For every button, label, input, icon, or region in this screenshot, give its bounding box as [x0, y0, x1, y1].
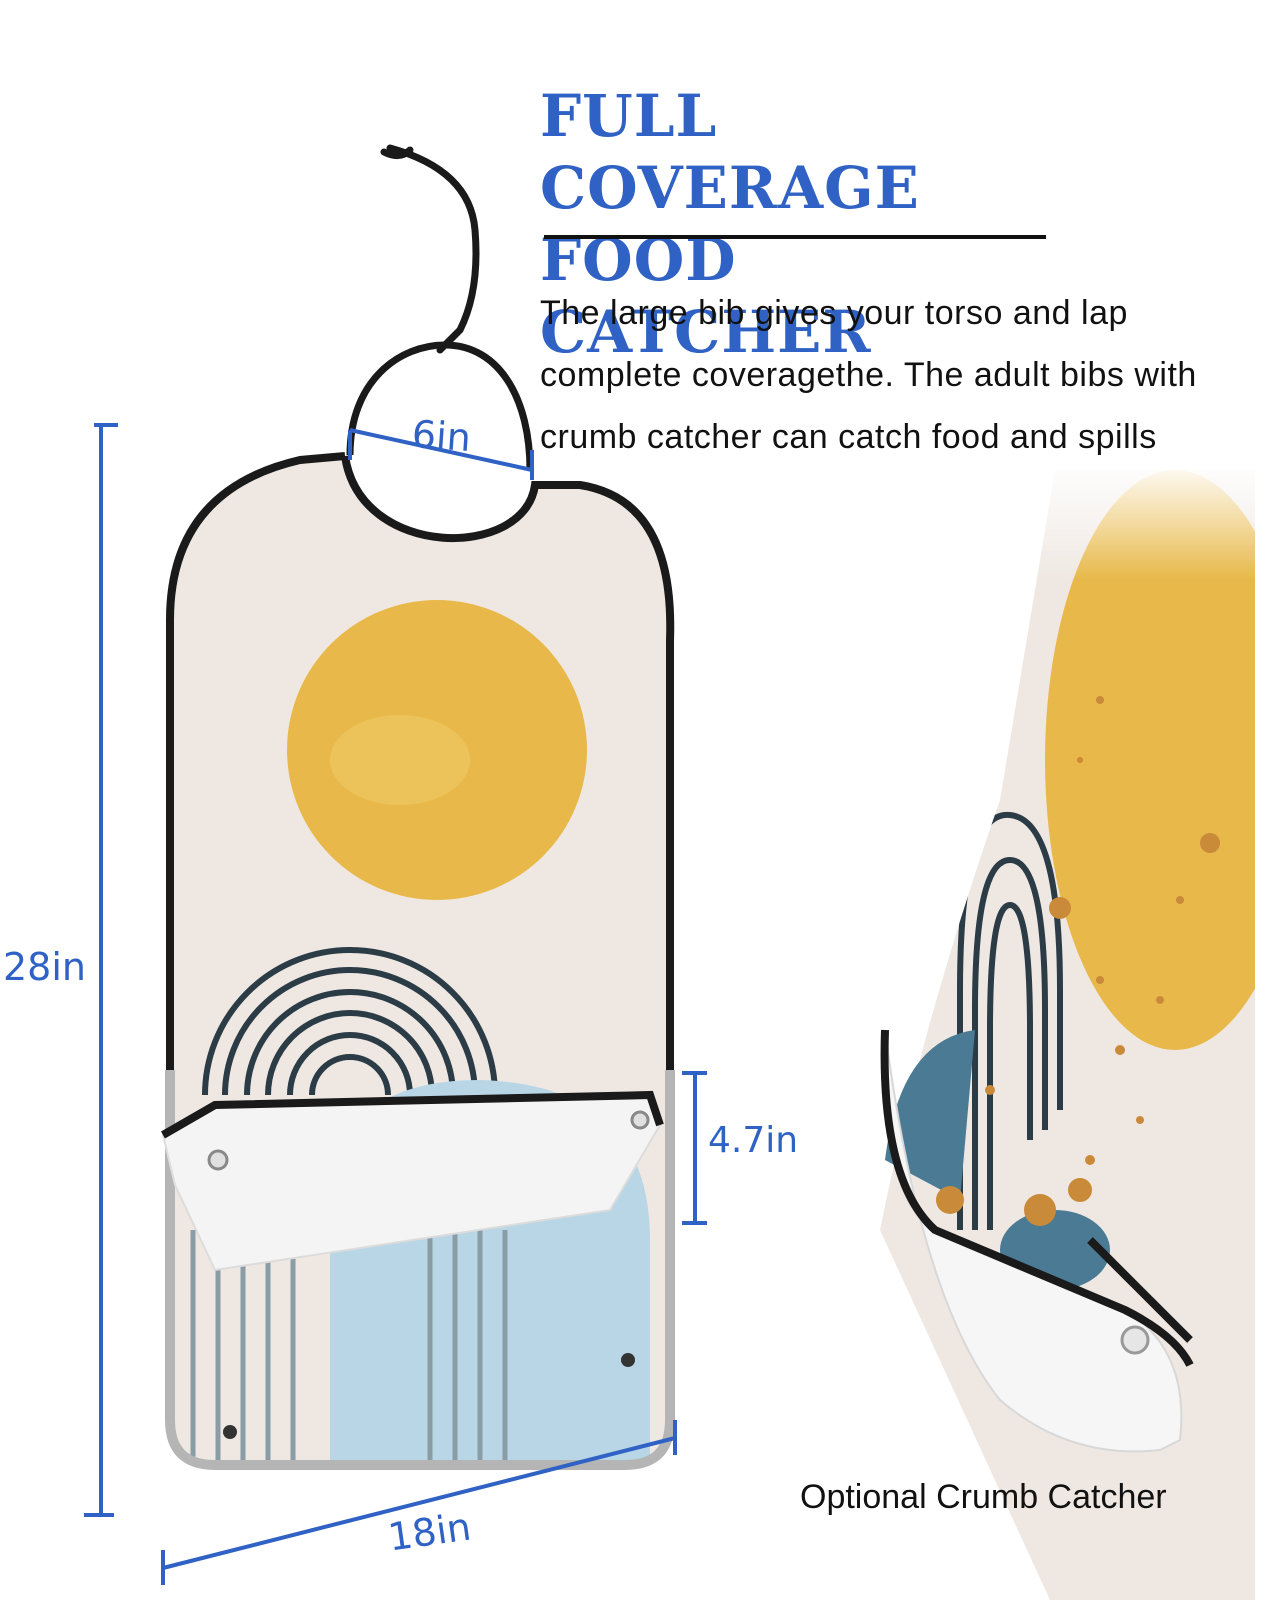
- side-view-bib: [880, 460, 1260, 1600]
- crumb-pocket: [161, 1090, 664, 1272]
- neck-strap: [380, 144, 480, 354]
- description-line-3: crumb catcher can catch food and spills: [540, 418, 1157, 456]
- pocket-depth-label: 4.7in: [708, 1120, 799, 1161]
- heading-divider: [544, 235, 1046, 239]
- neck-width-label: 6in: [410, 412, 473, 460]
- description-line-1: The large bib gives your torso and lap: [540, 294, 1128, 332]
- crumb-catcher-caption: Optional Crumb Catcher: [800, 1478, 1167, 1516]
- description-line-2: complete coveragethe. The adult bibs wit…: [540, 356, 1197, 394]
- length-label: 28in: [3, 945, 86, 989]
- headline-line-1: FULL COVERAGE: [540, 82, 920, 222]
- neck-loop: [346, 341, 534, 471]
- bib-body: [170, 456, 671, 1465]
- description: The large bib gives your torso and lap c…: [540, 282, 1280, 468]
